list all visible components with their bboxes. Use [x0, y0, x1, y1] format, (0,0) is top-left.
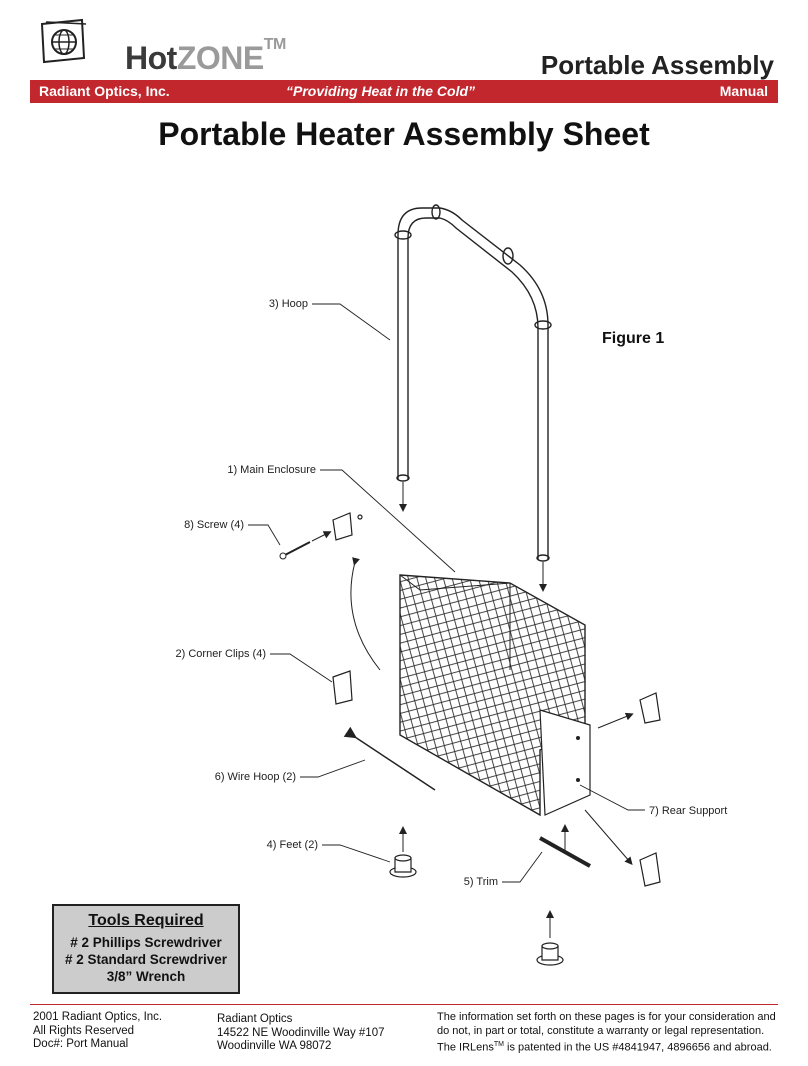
callout-rear-support: 7) Rear Support [649, 805, 727, 817]
tool-item: # 2 Standard Screwdriver [64, 952, 228, 967]
footer-address-line: Woodinville WA 98072 [217, 1040, 332, 1052]
page-title: Portable Heater Assembly Sheet [158, 116, 650, 152]
footer-address: Radiant Optics 14522 NE Woodinville Way … [217, 1013, 385, 1054]
callout-trim: 5) Trim [464, 876, 498, 888]
corner-clip-part [332, 670, 353, 705]
disclaimer-line: The IRLensTM is patented in the US #4841… [437, 1038, 776, 1055]
corner-clip-top [332, 512, 363, 541]
callout-feet: 4) Feet (2) [267, 839, 318, 851]
foot-part-2 [536, 942, 564, 966]
disclaimer-line: The information set forth on these pages… [437, 1011, 776, 1023]
callout-wire-hoop: 6) Wire Hoop (2) [215, 771, 296, 783]
manual-label: Manual [719, 83, 768, 99]
main-enclosure-part [399, 574, 591, 817]
rear-clip-upper [639, 692, 661, 724]
disclaimer-line: do not, in part or total, constitute a w… [437, 1024, 765, 1037]
trademark-mark: TM [263, 36, 287, 53]
footer-address-line: 14522 NE Woodinville Way #107 [217, 1026, 385, 1039]
header-bar: Radiant Optics, Inc. “Providing Heat in … [30, 80, 778, 103]
footer-divider [30, 1004, 778, 1005]
patent-text: is patented in the US #4841947, 4896656 … [503, 1041, 772, 1054]
slogan: “Providing Heat in the Cold” [286, 83, 476, 99]
footer-copyright: 2001 Radiant Optics, Inc. All Rights Res… [33, 1011, 162, 1052]
footer-left-line: Doc#: Port Manual [33, 1038, 129, 1050]
company-name: Radiant Optics, Inc. [39, 83, 170, 99]
wire-hoop-part [343, 726, 436, 791]
callout-main-enclosure: 1) Main Enclosure [227, 464, 316, 476]
document-type: Portable Assembly [540, 50, 774, 80]
tool-item: # 2 Phillips Screwdriver [70, 935, 222, 950]
callout-hoop: 3) Hoop [269, 298, 308, 310]
foot-part-1 [389, 854, 417, 878]
brand-zone: ZONE [176, 40, 264, 76]
footer-disclaimer: The information set forth on these pages… [437, 1011, 776, 1055]
tools-required-box: Tools Required # 2 Phillips Screwdriver … [52, 904, 240, 994]
tools-heading: Tools Required [88, 912, 204, 929]
hoop-part [394, 204, 552, 562]
callout-screw: 8) Screw (4) [184, 519, 244, 531]
footer-left-line: All Rights Reserved [33, 1024, 134, 1037]
brand-name: HotZONETM [125, 36, 286, 77]
tool-item: 3/8” Wrench [106, 969, 186, 984]
irlens-name: The IRLens [437, 1041, 494, 1054]
assembly-diagram: 3) Hoop 1) Main Enclosure 8) Screw (4) 2… [176, 190, 727, 990]
screw-part [279, 541, 311, 560]
brand-hot: Hot [125, 40, 177, 76]
rear-clip-lower [639, 852, 661, 887]
company-logo [38, 18, 100, 70]
figure-label: Figure 1 [602, 330, 665, 347]
callout-corner-clips: 2) Corner Clips (4) [176, 648, 266, 660]
footer-left-line: 2001 Radiant Optics, Inc. [33, 1011, 163, 1023]
footer-address-line: Radiant Optics [217, 1013, 293, 1025]
irlens-tm: TM [493, 1041, 504, 1048]
